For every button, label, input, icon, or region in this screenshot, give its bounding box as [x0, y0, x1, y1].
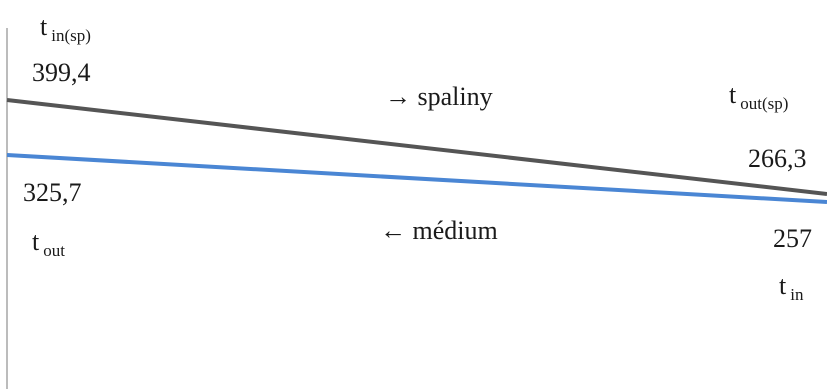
flue-gas-inlet-value: 399,4: [32, 58, 91, 87]
medium-inlet-subscript: in: [790, 285, 804, 304]
flue-gas-outlet-value: 266,3: [748, 144, 807, 173]
flue-gas-outlet-subscript: out(sp): [740, 94, 789, 113]
medium-inlet-symbol: t: [779, 271, 787, 300]
flue-gas-temperature-line: [6, 98, 827, 196]
medium-outlet-value: 325,7: [23, 178, 82, 207]
flue-gas-inlet-symbol: t: [40, 12, 48, 41]
medium-temperature-line: [6, 153, 827, 204]
flue-gas-outlet-symbol: t: [729, 80, 737, 109]
medium-inlet-value: 257: [773, 224, 812, 253]
flue-gas-flow-label: → spaliny: [385, 82, 493, 111]
medium-outlet-subscript: out: [43, 241, 65, 260]
medium-outlet-symbol: t: [32, 227, 40, 256]
flue-gas-inlet-subscript: in(sp): [51, 26, 91, 45]
medium-flow-label: ← médium: [380, 216, 498, 245]
